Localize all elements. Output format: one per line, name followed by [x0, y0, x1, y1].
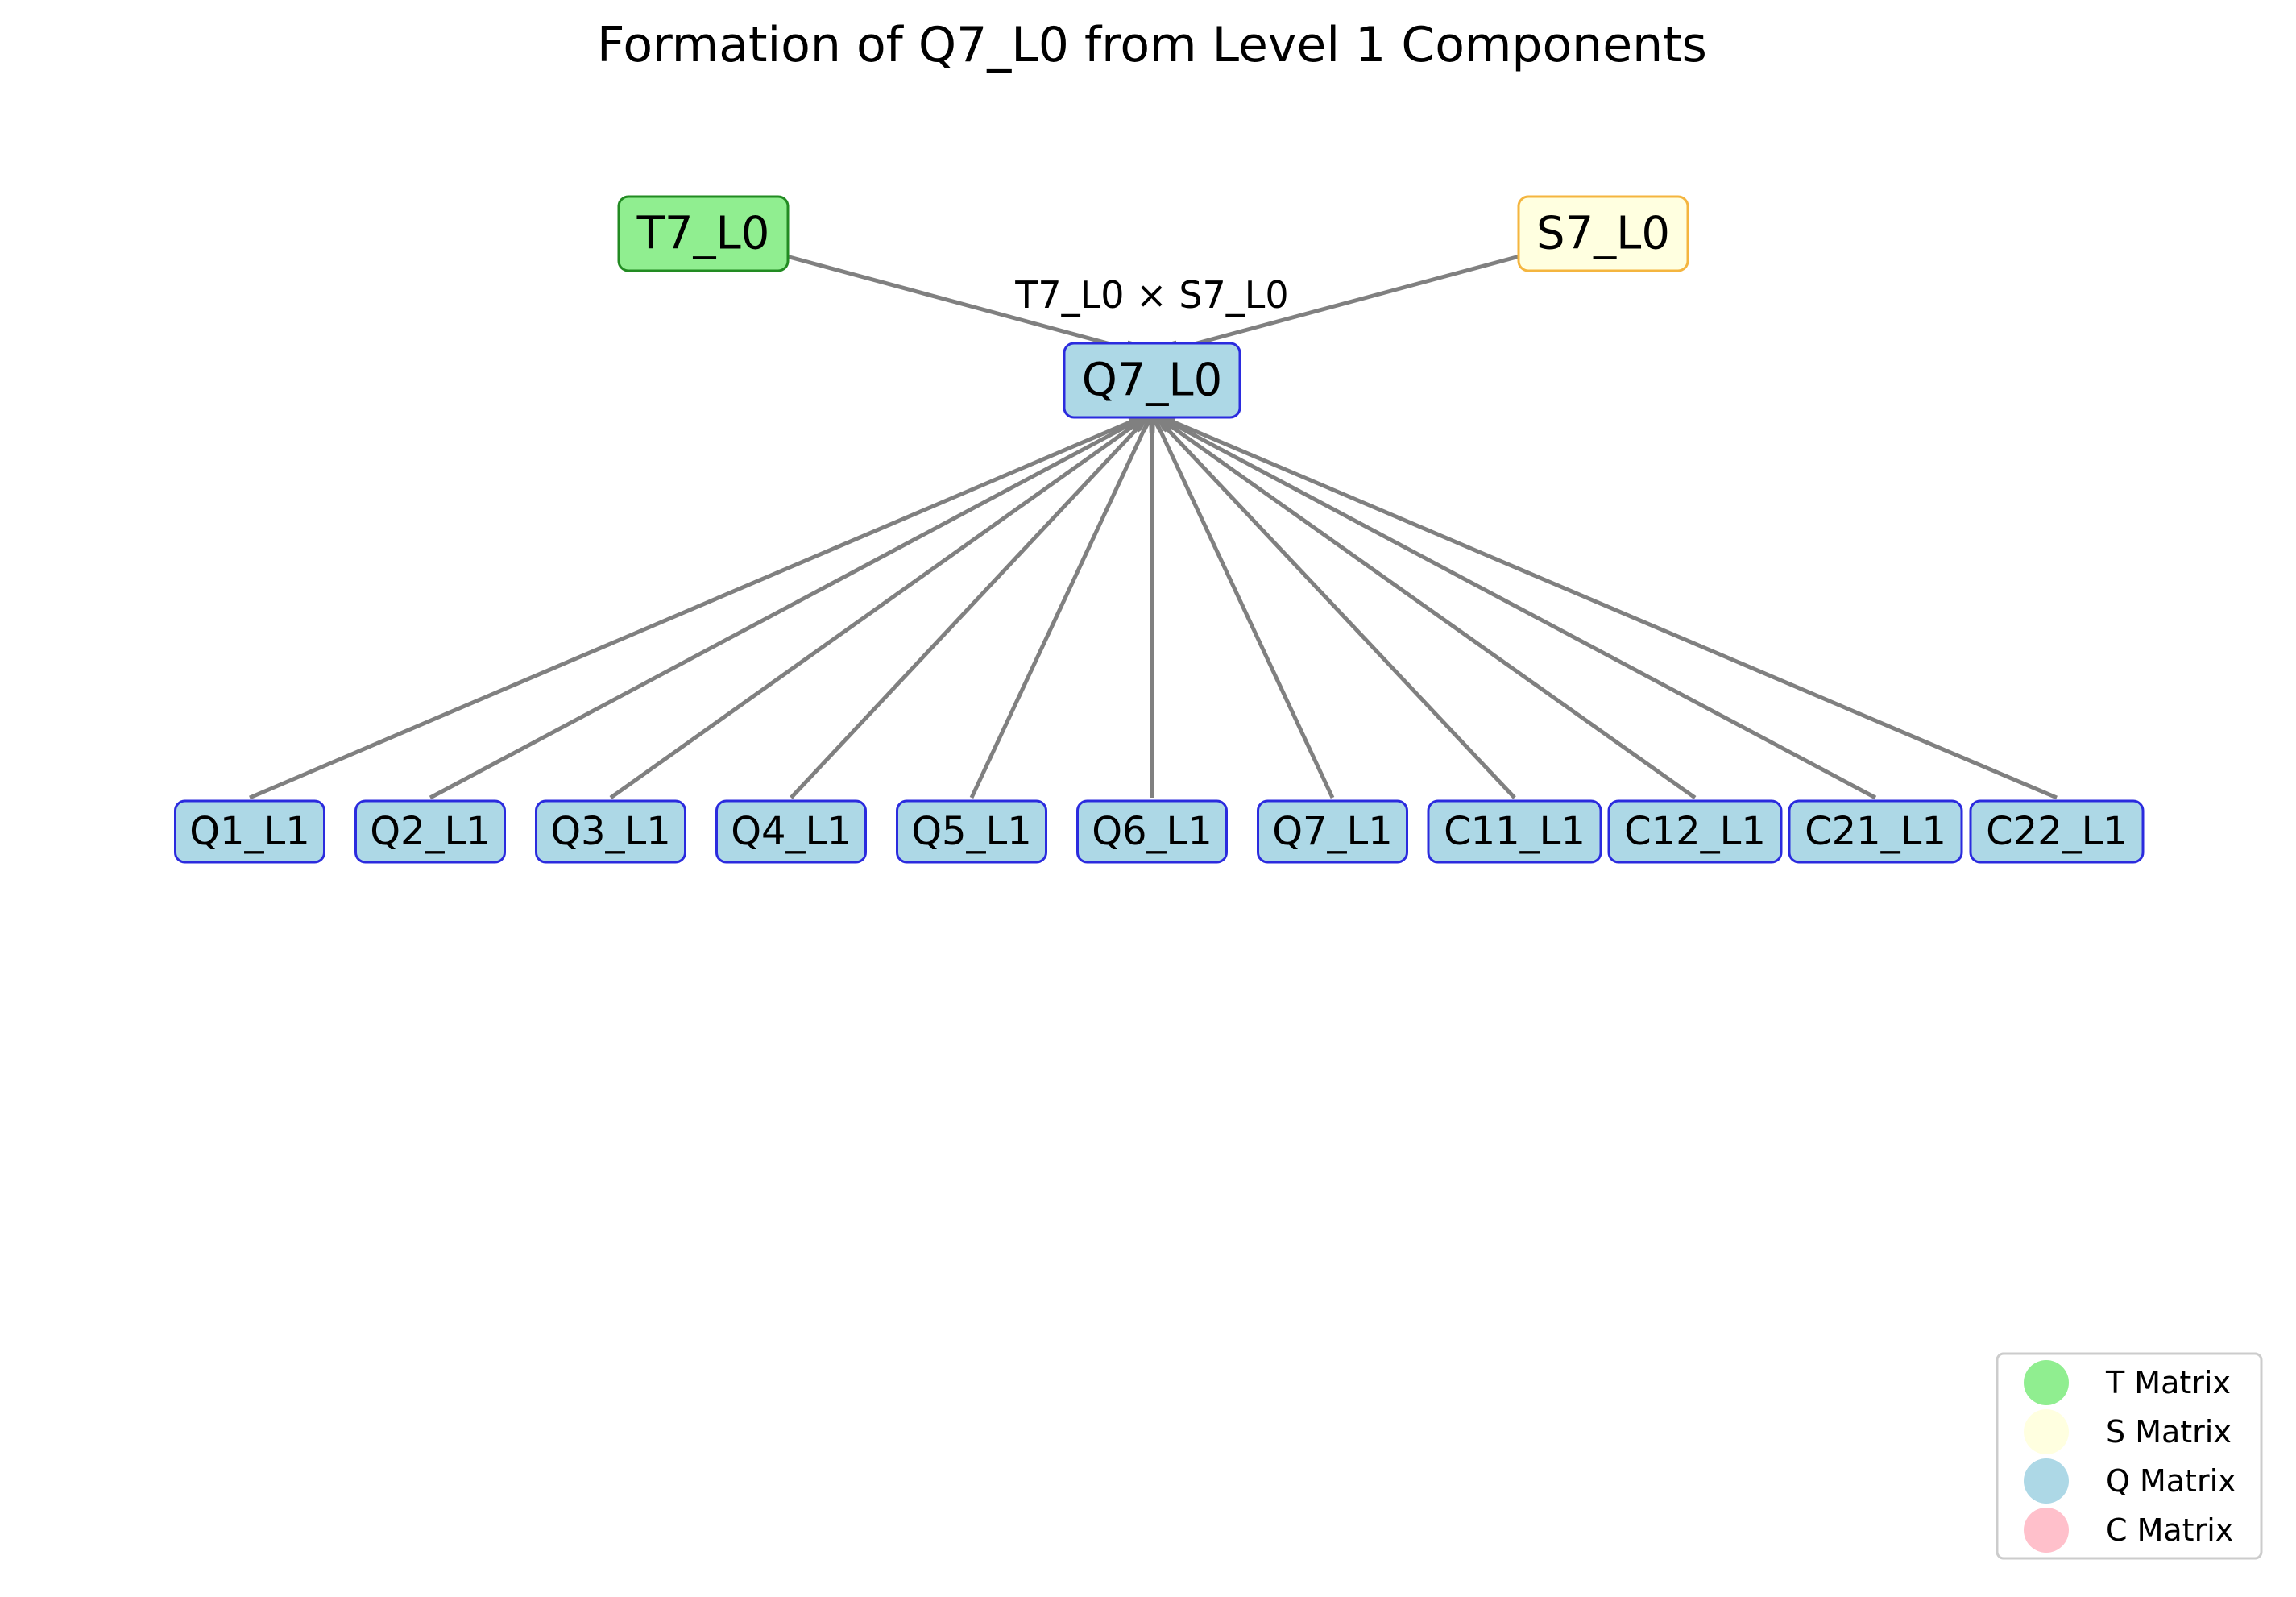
legend-item-c: C Matrix — [2024, 1508, 2233, 1553]
node-c22-l1: C22_L1 — [1969, 799, 2145, 864]
node-q7-l0: Q7_L0 — [1063, 342, 1241, 419]
edge-q1-l1-to-q7-l0 — [249, 417, 1142, 800]
node-c11-l1-box — [1427, 799, 1602, 864]
node-c12-l1-box — [1607, 799, 1783, 864]
edge-q7-l1-to-q7-l0 — [1154, 417, 1335, 799]
edge-q2-l1-to-q7-l0 — [429, 417, 1143, 800]
edge-q5-l1-to-q7-l0 — [969, 417, 1150, 799]
node-q7-l0-box — [1063, 342, 1241, 419]
node-t7-l0-box — [617, 195, 790, 272]
legend-item-s: S Matrix — [2024, 1409, 2232, 1454]
node-c12-l1-label: C12_L1 — [1624, 809, 1766, 854]
node-t7-l0-label: T7_L0 — [636, 208, 770, 260]
node-c12-l1: C12_L1 — [1607, 799, 1783, 864]
node-q5-l1-label: Q5_L1 — [911, 809, 1032, 854]
node-q3-l1: Q3_L1 — [535, 799, 686, 864]
edge-q4-l1-to-q7-l0 — [790, 417, 1148, 799]
legend-marker-c — [2024, 1508, 2069, 1553]
node-s7-l0-box — [1517, 195, 1689, 272]
node-c11-l1: C11_L1 — [1427, 799, 1602, 864]
node-q1-l1-box — [174, 799, 325, 864]
node-s7-l0-label: S7_L0 — [1536, 208, 1670, 260]
node-c11-l1-label: C11_L1 — [1444, 809, 1585, 854]
legend-frame — [1996, 1352, 2263, 1560]
node-q2-l1: Q2_L1 — [354, 799, 506, 864]
node-q7-l0-label: Q7_L0 — [1082, 355, 1223, 407]
edge-c12-l1-to-q7-l0 — [1158, 417, 1697, 800]
node-c22-l1-box — [1969, 799, 2145, 864]
node-s7-l0: S7_L0 — [1517, 195, 1689, 272]
node-q2-l1-box — [354, 799, 506, 864]
legend-marker-q — [2024, 1458, 2069, 1504]
legend-label-t: T Matrix — [2105, 1365, 2231, 1400]
node-q7-l1: Q7_L1 — [1257, 799, 1408, 864]
edge-c22-l1-to-q7-l0 — [1163, 417, 2058, 800]
node-c22-l1-label: C22_L1 — [1986, 809, 2128, 854]
legend-label-s: S Matrix — [2106, 1414, 2232, 1450]
legend-marker-s — [2024, 1409, 2069, 1454]
edge-c21-l1-to-q7-l0 — [1161, 417, 1877, 800]
node-q6-l1: Q6_L1 — [1076, 799, 1228, 864]
node-q3-l1-box — [535, 799, 686, 864]
node-t7-l0: T7_L0 — [617, 195, 790, 272]
node-q1-l1-label: Q1_L1 — [189, 809, 310, 854]
edge-label-product: T7_L0 × S7_L0 — [1014, 273, 1288, 317]
node-q4-l1: Q4_L1 — [715, 799, 867, 864]
legend-label-c: C Matrix — [2106, 1512, 2233, 1548]
node-c21-l1-box — [1788, 799, 1963, 864]
node-q6-l1-label: Q6_L1 — [1092, 809, 1212, 854]
node-q7-l1-label: Q7_L1 — [1272, 809, 1393, 854]
node-c21-l1: C21_L1 — [1788, 799, 1963, 864]
node-q5-l1-box — [896, 799, 1047, 864]
legend-item-q: Q Matrix — [2024, 1458, 2236, 1504]
node-q4-l1-label: Q4_L1 — [731, 809, 852, 854]
node-q4-l1-box — [715, 799, 867, 864]
node-c21-l1-label: C21_L1 — [1805, 809, 1946, 854]
edge-c11-l1-to-q7-l0 — [1156, 417, 1516, 799]
diagram-title: Formation of Q7_L0 from Level 1 Componen… — [597, 17, 1707, 73]
edges-layer — [249, 231, 2058, 800]
edge-q3-l1-to-q7-l0 — [609, 417, 1146, 800]
node-q5-l1: Q5_L1 — [896, 799, 1047, 864]
node-q2-l1-label: Q2_L1 — [370, 809, 491, 854]
node-q3-l1-label: Q3_L1 — [550, 809, 671, 854]
legend-label-q: Q Matrix — [2106, 1463, 2236, 1499]
legend: T Matrix S Matrix Q Matrix C Matrix — [1996, 1352, 2263, 1560]
legend-item-t: T Matrix — [2024, 1360, 2231, 1405]
node-q7-l1-box — [1257, 799, 1408, 864]
node-q1-l1: Q1_L1 — [174, 799, 325, 864]
legend-marker-t — [2024, 1360, 2069, 1405]
node-q6-l1-box — [1076, 799, 1228, 864]
